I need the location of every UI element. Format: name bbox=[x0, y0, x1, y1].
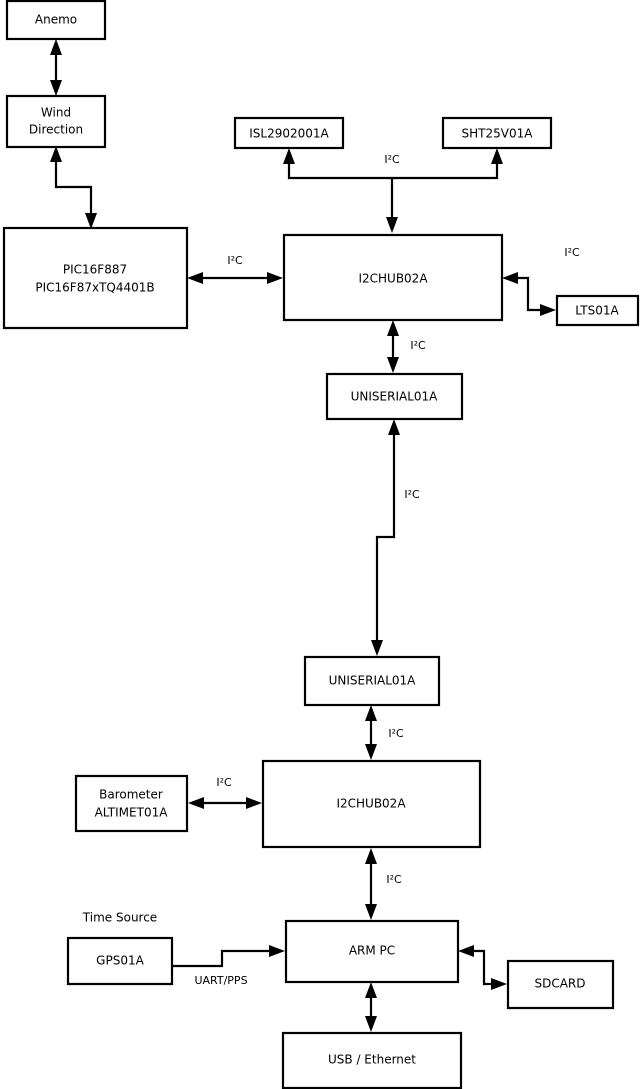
node-wind-direction-label-line1: Wind bbox=[41, 106, 71, 120]
node-wind-direction-label-line2: Direction bbox=[29, 123, 83, 137]
edge-label-barometer-hubbot: I²C bbox=[216, 776, 232, 789]
connector-anemo-wind bbox=[50, 39, 62, 96]
node-gps01a[interactable]: GPS01A bbox=[66, 936, 174, 986]
edge-label-isl-sht-bus: I²C bbox=[384, 153, 400, 166]
node-pic16f887-label-line1: PIC16F887 bbox=[63, 263, 127, 277]
node-uniserial01a-top[interactable]: UNISERIAL01A bbox=[325, 372, 464, 421]
node-i2chub02a-top[interactable]: I2CHUB02A bbox=[282, 233, 504, 322]
connector-gps-armpc bbox=[172, 945, 285, 968]
node-isl2902001a[interactable]: ISL2902001A bbox=[233, 116, 345, 150]
node-usb-ethernet[interactable]: USB / Ethernet bbox=[281, 1031, 463, 1089]
edge-label-uniserial-uniserial: I²C bbox=[404, 488, 420, 501]
connector-pic-hubtop bbox=[187, 272, 283, 284]
connector-hubtop-uniserialtop bbox=[387, 320, 399, 373]
connector-uniserialtop-uniserialbot bbox=[371, 419, 400, 656]
connector-hubbot-armpc bbox=[365, 848, 377, 920]
node-arm-pc-label: ARM PC bbox=[349, 944, 395, 958]
node-i2chub02a-bottom[interactable]: I2CHUB02A bbox=[261, 759, 482, 849]
edge-label-hubbot-armpc: I²C bbox=[386, 873, 402, 886]
node-barometer-altimet01a[interactable]: Barometer ALTIMET01A bbox=[74, 774, 189, 833]
label-time-source: Time Source bbox=[82, 911, 157, 925]
node-sht25v01a-label: SHT25V01A bbox=[462, 127, 534, 141]
node-uniserial01a-bottom[interactable]: UNISERIAL01A bbox=[303, 655, 441, 707]
connector-hubtop-lts bbox=[502, 272, 556, 316]
node-lts01a[interactable]: LTS01A bbox=[555, 294, 640, 327]
node-gps01a-label: GPS01A bbox=[96, 954, 144, 968]
edge-label-hub-lts: I²C bbox=[564, 246, 580, 259]
connector-hubtop-sensors-bus bbox=[283, 148, 503, 233]
node-i2chub02a-bottom-label: I2CHUB02A bbox=[336, 797, 406, 811]
node-usb-ethernet-label: USB / Ethernet bbox=[328, 1053, 416, 1067]
edge-label-hub-uniserial: I²C bbox=[410, 339, 426, 352]
node-uniserial01a-bottom-label: UNISERIAL01A bbox=[329, 674, 417, 688]
node-sdcard-label: SDCARD bbox=[534, 977, 585, 991]
node-sht25v01a[interactable]: SHT25V01A bbox=[441, 116, 553, 150]
node-pic16f887[interactable]: PIC16F887 PIC16F87xTQ4401B bbox=[2, 226, 189, 330]
connector-wind-pic bbox=[50, 146, 97, 229]
connector-armpc-usbethernet bbox=[365, 982, 377, 1032]
node-arm-pc[interactable]: ARM PC bbox=[284, 919, 460, 984]
node-isl2902001a-label: ISL2902001A bbox=[249, 127, 329, 141]
node-anemo-label: Anemo bbox=[35, 13, 77, 27]
node-uniserial01a-top-label: UNISERIAL01A bbox=[351, 390, 439, 404]
edge-label-uniserial-hubbot: I²C bbox=[388, 727, 404, 740]
edge-label-gps-armpc: UART/PPS bbox=[194, 974, 247, 987]
node-pic16f887-label-line2: PIC16F87xTQ4401B bbox=[35, 281, 154, 295]
connector-uniserialbot-hubbot bbox=[365, 705, 377, 760]
node-sdcard[interactable]: SDCARD bbox=[506, 959, 615, 1010]
node-barometer-label-line2: ALTIMET01A bbox=[95, 806, 169, 820]
node-barometer-label-line1: Barometer bbox=[99, 788, 163, 802]
connector-barometer-hubbot bbox=[188, 797, 262, 809]
connector-armpc-sdcard bbox=[458, 945, 507, 990]
node-wind-direction[interactable]: Wind Direction bbox=[5, 94, 107, 149]
edge-label-pic-hub: I²C bbox=[227, 254, 243, 267]
node-anemo[interactable]: Anemo bbox=[5, 0, 107, 41]
node-lts01a-label: LTS01A bbox=[575, 304, 619, 318]
node-i2chub02a-top-label: I2CHUB02A bbox=[358, 272, 428, 286]
